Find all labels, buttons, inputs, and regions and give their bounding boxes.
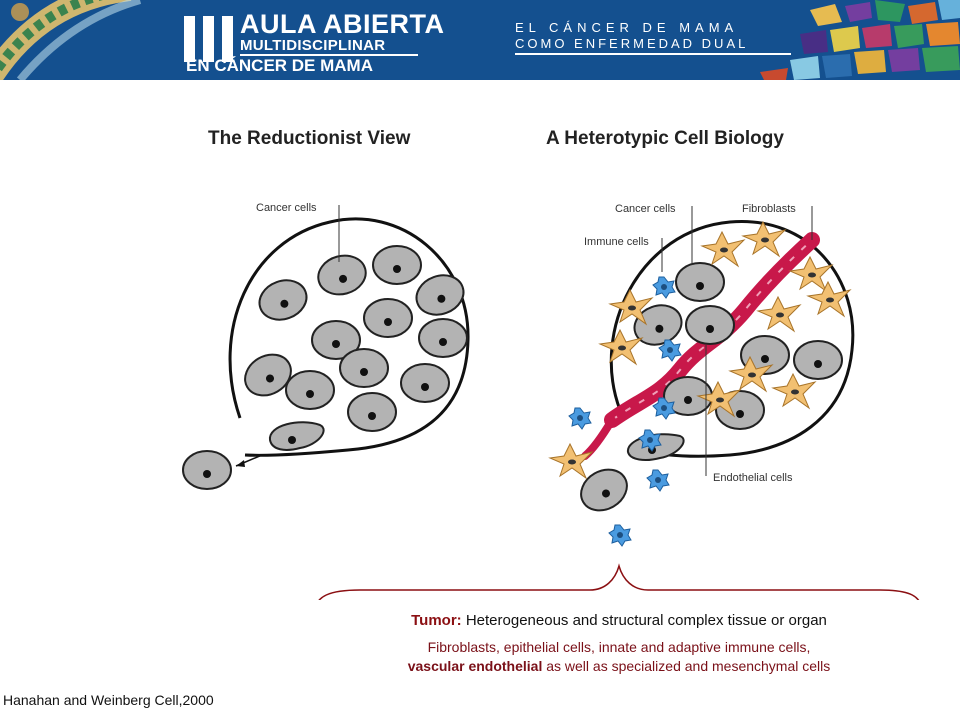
header-subtitle-underline <box>515 53 791 55</box>
right-callouts: Cancer cells Fibroblasts Immune cells En… <box>584 203 813 484</box>
logo-title-line2: MULTIDISCIPLINAR <box>240 37 386 54</box>
caption-line3-bold: vascular endothelial <box>407 658 543 674</box>
header-subtitle-line1: EL CÁNCER DE MAMA <box>515 20 739 35</box>
heterotypic-view-diagram: Cancer cells Fibroblasts Immune cells En… <box>318 203 920 600</box>
logo-divider <box>240 54 418 56</box>
header-banner: AULA ABIERTA MULTIDISCIPLINAR EN CÁNCER … <box>0 0 960 80</box>
figure-caption: Tumor: Heterogeneous and structural comp… <box>315 612 923 674</box>
left-cancer-cells-callout: Cancer cells <box>256 202 340 262</box>
caption-tumor-word: Tumor: <box>411 612 462 629</box>
label-fibroblasts: Fibroblasts <box>742 203 796 215</box>
reductionist-view-diagram: Cancer cells <box>182 202 471 490</box>
label-endothelial-cells: Endothelial cells <box>713 472 793 484</box>
right-panel-title: A Heterotypic Cell Biology <box>546 128 784 149</box>
right-tumor-outline <box>609 220 855 458</box>
caption-line1: Tumor: Heterogeneous and structural comp… <box>315 612 923 629</box>
label-immune-cells: Immune cells <box>584 236 649 248</box>
label-cancer-cells-right: Cancer cells <box>615 203 676 215</box>
tumor-cell-biology-figure: Cancer cells <box>182 202 920 600</box>
header-subtitle-line2: COMO ENFERMEDAD DUAL <box>515 36 749 51</box>
caption-line2: Fibroblasts, epithelial cells, innate an… <box>427 639 811 655</box>
logo-title-line1: AULA ABIERTA <box>240 9 445 39</box>
caption-line1-text: Heterogeneous and structural complex tis… <box>461 612 827 629</box>
caption-line3: vascular endothelial as well as speciali… <box>315 658 923 674</box>
citation: Hanahan and Weinberg Cell,2000 <box>3 692 214 708</box>
left-cancer-cells <box>182 245 471 490</box>
caption-brace <box>318 563 920 600</box>
caption-line3-text: as well as specialized and mesenchymal c… <box>542 658 831 674</box>
header-mosaic-artwork <box>0 0 960 80</box>
logo-title-line3: EN CÁNCER DE MAMA <box>186 56 373 75</box>
left-tumor-outline <box>228 217 470 457</box>
left-panel-title: The Reductionist View <box>208 128 411 149</box>
label-cancer-cells-left: Cancer cells <box>256 202 317 214</box>
logo-roman-numeral <box>184 16 234 62</box>
